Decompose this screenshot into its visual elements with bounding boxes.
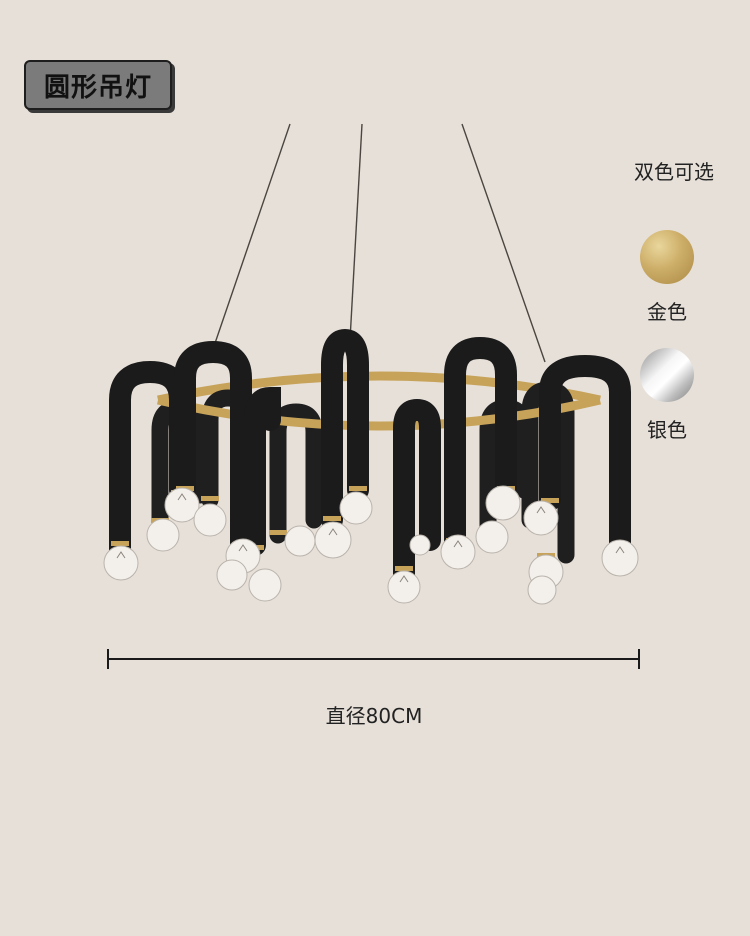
silver-swatch	[640, 348, 694, 402]
gold-label: 金色	[647, 300, 687, 324]
bulbs	[103, 485, 639, 605]
arms-front	[109, 328, 631, 591]
silver-label: 银色	[647, 418, 687, 442]
suspension-cables	[211, 123, 546, 363]
page-title: 圆形吊灯	[24, 60, 172, 110]
gold-swatch	[640, 230, 694, 284]
color-options-heading: 双色可选	[634, 160, 714, 184]
diameter-label: 直径80CM	[325, 704, 423, 728]
